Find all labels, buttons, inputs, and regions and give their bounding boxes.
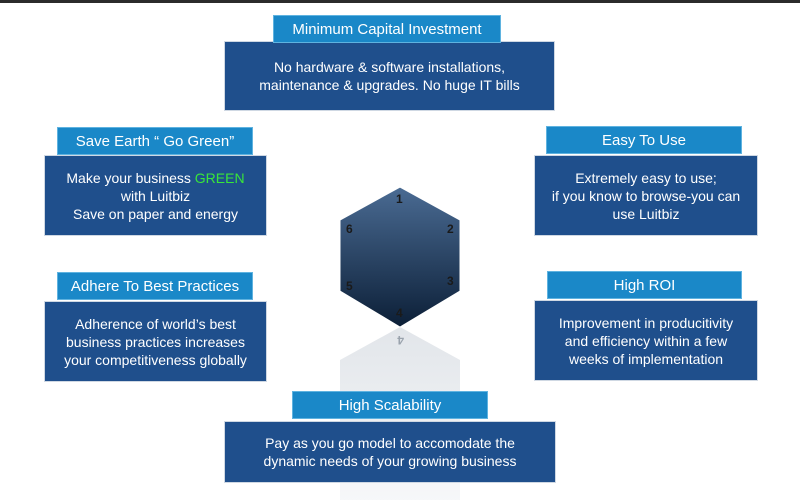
min-capital-line-2: maintenance & upgrades. No huge IT bills <box>259 77 520 93</box>
scalability-line-1: Pay as you go model to accomodate the <box>265 435 515 451</box>
high-roi-title: High ROI <box>547 271 742 299</box>
hex-number-4-reflection: 4 <box>397 333 404 347</box>
min-capital-title: Minimum Capital Investment <box>273 15 501 43</box>
go-green-line-2: with Luitbiz <box>120 187 191 204</box>
hex-number-3: 3 <box>447 274 454 288</box>
min-capital-panel: No hardware & software installations, ma… <box>224 41 555 111</box>
hex-number-6: 6 <box>346 222 353 236</box>
scalability-line-2: dynamic needs of your growing business <box>263 453 517 469</box>
best-practices-line-2: business practices increases <box>66 333 245 350</box>
scalability-panel: Pay as you go model to accomodate the dy… <box>224 421 556 483</box>
scalability-title: High Scalability <box>292 391 488 419</box>
go-green-line-1-prefix: Make your business <box>66 169 195 186</box>
high-roi-panel: Improvement in producitivity and efficie… <box>534 300 758 381</box>
go-green-line-1: Make your business GREEN <box>66 169 244 187</box>
high-roi-line-1: Improvement in producitivity <box>558 314 734 331</box>
go-green-title: Save Earth “ Go Green” <box>57 127 253 155</box>
high-roi-line-3: weeks of implementation <box>568 350 724 367</box>
best-practices-line-1: Adherence of world’s best <box>75 315 236 332</box>
easy-to-use-line-1: Extremely easy to use; <box>575 169 717 186</box>
easy-to-use-line-2: if you know to browse-you can <box>551 187 741 204</box>
easy-to-use-panel: Extremely easy to use; if you know to br… <box>534 155 758 236</box>
min-capital-line-1: No hardware & software installations, <box>273 59 506 75</box>
easy-to-use-line-3: use Luitbiz <box>612 205 680 222</box>
high-roi-line-2: and efficiency within a few <box>564 332 728 349</box>
best-practices-panel: Adherence of world’s best business pract… <box>44 301 267 382</box>
hex-number-5: 5 <box>346 279 353 293</box>
go-green-line-3: Save on paper and energy <box>72 205 238 222</box>
best-practices-line-3: your competitiveness globally <box>64 351 247 368</box>
hex-number-4: 4 <box>396 306 403 320</box>
go-green-panel: Make your business GREEN with Luitbiz Sa… <box>44 155 267 236</box>
hex-number-1: 1 <box>396 192 403 206</box>
hex-number-2: 2 <box>447 222 454 236</box>
top-border <box>0 0 800 3</box>
hexagon <box>339 186 461 328</box>
easy-to-use-title: Easy To Use <box>546 126 742 154</box>
green-highlight: GREEN <box>194 169 245 186</box>
best-practices-title: Adhere To Best Practices <box>57 272 253 300</box>
